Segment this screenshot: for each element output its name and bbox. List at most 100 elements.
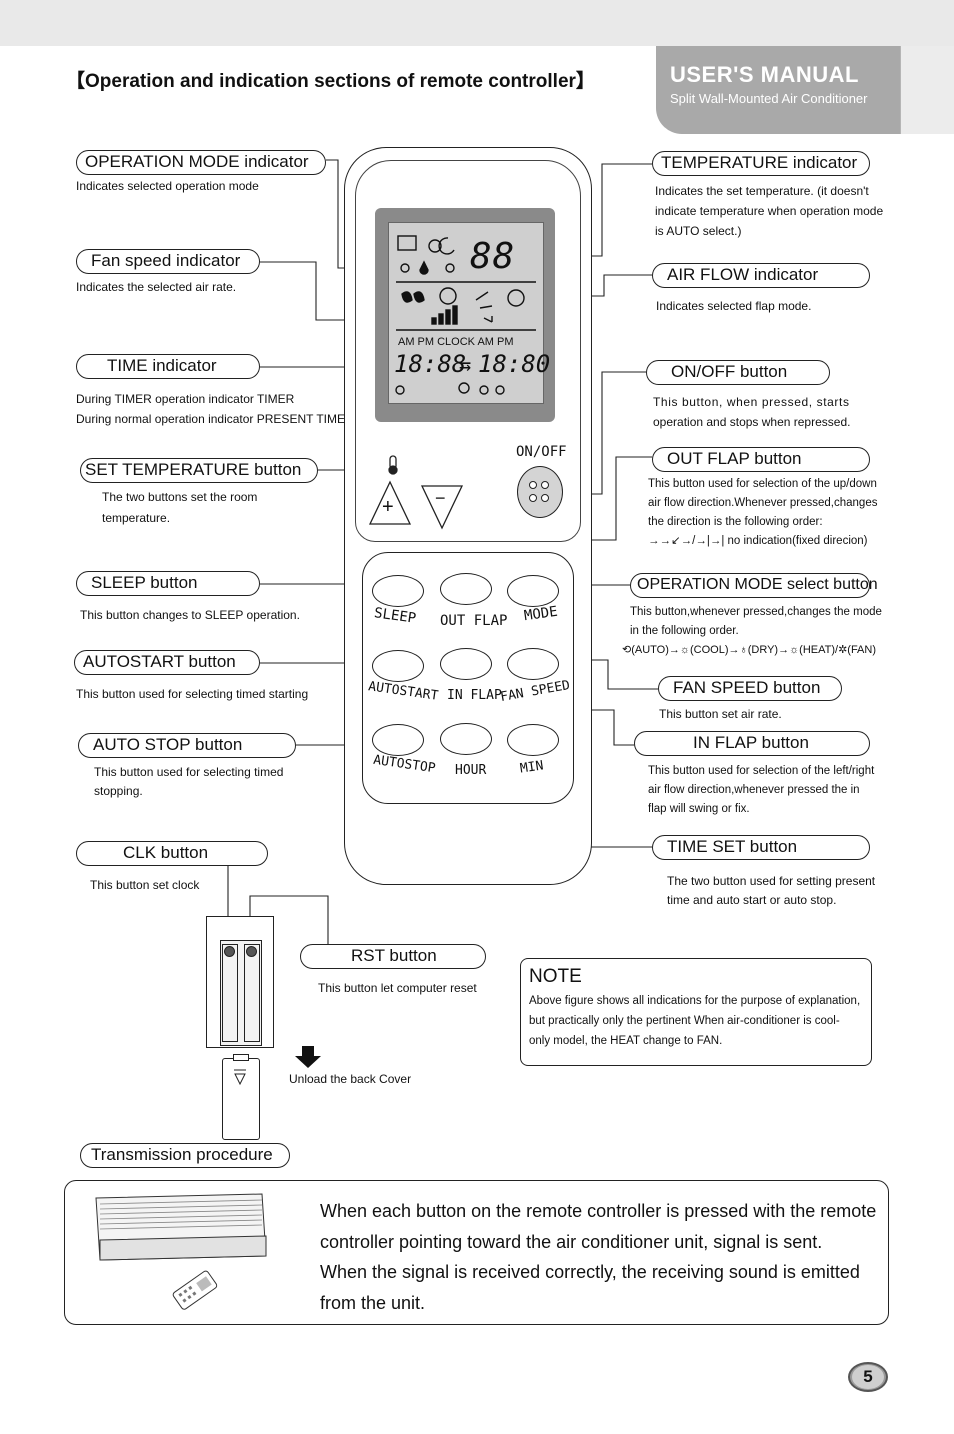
header-band [0, 0, 954, 46]
set-temperature-desc-1: The two buttons set the room [102, 490, 258, 504]
note-line-2: but practically only the pertinent When … [529, 1015, 840, 1027]
fan-icon [401, 291, 425, 303]
lcd-icons [395, 235, 536, 395]
transmission-line-1: When each button on the remote controlle… [320, 1201, 877, 1221]
in-flap-button[interactable] [440, 648, 492, 680]
heat-icon [445, 263, 455, 273]
battery-tray [220, 940, 262, 1046]
sleep-timer-icon [458, 382, 470, 394]
fan-speed-button-callout: FAN SPEED button [658, 676, 842, 701]
air-conditioner-illustration [95, 1193, 267, 1310]
thermometer-icon [388, 455, 398, 475]
lcd-time-1: 18:88 [394, 350, 467, 378]
cover-arrow-icon [234, 1069, 246, 1086]
manual-subtitle: Split Wall-Mounted Air Conditioner [670, 91, 868, 106]
out-flap-button-desc-4: →→↙→/→|→| no indication(fixed direcion) [648, 535, 868, 547]
time-set-button-desc-1: The two button used for setting present [667, 874, 876, 888]
manual-title: USER'S MANUAL [670, 62, 859, 87]
note-line-1: Above figure shows all indications for t… [529, 995, 861, 1007]
air-flow-indicator-desc: Indicates selected flap mode. [656, 299, 812, 313]
rst-reset-hole-icon[interactable] [246, 946, 257, 957]
hour-button-label: HOUR [455, 763, 487, 778]
lcd-temperature: 88 [470, 236, 516, 277]
operation-mode-select-desc-2: in the following order. [630, 625, 739, 637]
operation-mode-select-desc-1: This button,whenever pressed,changes the… [630, 606, 882, 618]
operation-mode-select-desc-3: ⟲(AUTO)→☼(COOL)→♁(DRY)→☼(HEAT)/✲(FAN) [622, 644, 877, 656]
onoff-button-desc-2: operation and stops when repressed. [653, 415, 851, 429]
onoff-dots-icon [529, 481, 549, 502]
clk-button-desc: This button set clock [90, 878, 200, 892]
note-title: NOTE [529, 966, 582, 987]
moon-icon [438, 237, 455, 255]
in-flap-button-desc-3: flap will swing or fix. [648, 803, 750, 815]
onoff-button-desc-1: This button, when pressed, starts [653, 395, 850, 409]
out-flap-button-callout: OUT FLAP button [652, 447, 870, 472]
in-flap-button-desc-2: air flow direction,whenever pressed the … [648, 784, 860, 796]
temp-up-button[interactable]: + [382, 496, 394, 518]
mode-button[interactable] [507, 575, 559, 607]
lcd-ampm-row: AM PM CLOCK AM PM [398, 336, 514, 348]
out-flap-button-desc-1: This button used for selection of the up… [648, 478, 877, 490]
out-flap-button-label: OUT FLAP [440, 613, 508, 629]
temp-down-button[interactable]: − [435, 488, 446, 508]
time-set-button-callout: TIME SET button [652, 835, 870, 860]
note-box [520, 958, 872, 1066]
out-flap-button-desc-2: air flow direction.Whenever pressed,chan… [648, 497, 878, 509]
transmission-text: When each button on the remote controlle… [320, 1196, 880, 1318]
autostart-button-callout: AUTOSTART button [74, 650, 260, 675]
auto-mode-icon [397, 235, 417, 251]
out-flap-button[interactable] [440, 573, 492, 605]
temp-buttons-shapes [368, 480, 464, 530]
clk-reset-hole-icon[interactable] [224, 946, 235, 957]
sleep-button-callout: SLEEP button [76, 571, 260, 596]
transmission-line-3: When the signal is received correctly, t… [320, 1262, 860, 1282]
time-indicator-desc-2: During normal operation indicator PRESEN… [76, 412, 346, 426]
operation-mode-select-button-callout: OPERATION MODE select button [630, 573, 878, 598]
time-indicator-label: TIME indicator [76, 354, 260, 379]
hour-button[interactable] [440, 723, 492, 755]
flap-icon [475, 291, 493, 323]
in-flap-button-label: IN FLAP [447, 688, 502, 703]
transmission-line-4: from the unit. [320, 1292, 426, 1313]
onoff-button[interactable] [517, 466, 563, 518]
fan-speed-button[interactable] [507, 648, 559, 680]
unload-label: Unload the back Cover [289, 1072, 412, 1086]
temp-up-shape [368, 480, 412, 525]
transmission-line-2: controller pointing toward the air condi… [320, 1231, 823, 1252]
dry-drop-icon [419, 260, 429, 275]
temperature-indicator-desc-3: is AUTO select.) [655, 224, 742, 238]
autostart-button[interactable] [372, 650, 424, 682]
fan-speed-button-desc: This button set air rate. [659, 707, 782, 721]
manual-tab-edge [900, 46, 954, 134]
autostart-button-desc: This button used for selecting timed sta… [76, 687, 309, 701]
onoff-label: ON/OFF [516, 444, 567, 460]
down-arrow-icon [295, 1046, 321, 1068]
sleep-button[interactable] [372, 575, 424, 607]
time-indicator-desc-1: During TIMER operation indicator TIMER [76, 392, 295, 406]
timer-icon [479, 385, 489, 395]
in-flap-button-callout: IN FLAP button [634, 731, 870, 756]
rst-button-desc: This button let computer reset [318, 981, 477, 995]
note-line-3: only model, the HEAT change to FAN. [529, 1035, 723, 1047]
autostop-button[interactable] [372, 724, 424, 756]
clk-button-callout: CLK button [76, 841, 268, 866]
fan-speed-indicator-label: Fan speed indicator [76, 249, 260, 274]
inflap-swing-icon [507, 289, 525, 307]
min-button[interactable] [507, 724, 559, 756]
set-temperature-button-label: SET TEMPERATURE button [80, 458, 318, 483]
set-temperature-desc-2: temperature. [102, 511, 171, 525]
timer-off-icon [495, 385, 505, 395]
remote-upper-panel [355, 160, 581, 542]
temp-down-shape [420, 485, 464, 530]
operation-mode-indicator-desc: Indicates selected operation mode [76, 179, 259, 193]
lcd-time-2: 18:80 [478, 350, 551, 378]
autostop-button-desc-2: stopping. [94, 784, 143, 798]
out-flap-button-desc-3: the direction is the following order: [648, 516, 823, 528]
section-title: 【Operation and indication sections of re… [66, 71, 595, 92]
swing-icon [439, 287, 457, 305]
timer-on-icon [395, 385, 405, 395]
transmission-procedure-title: Transmission procedure [80, 1143, 290, 1168]
battery-1 [222, 944, 238, 1042]
sun-icon [400, 263, 410, 273]
air-flow-indicator-label: AIR FLOW indicator [652, 263, 870, 288]
